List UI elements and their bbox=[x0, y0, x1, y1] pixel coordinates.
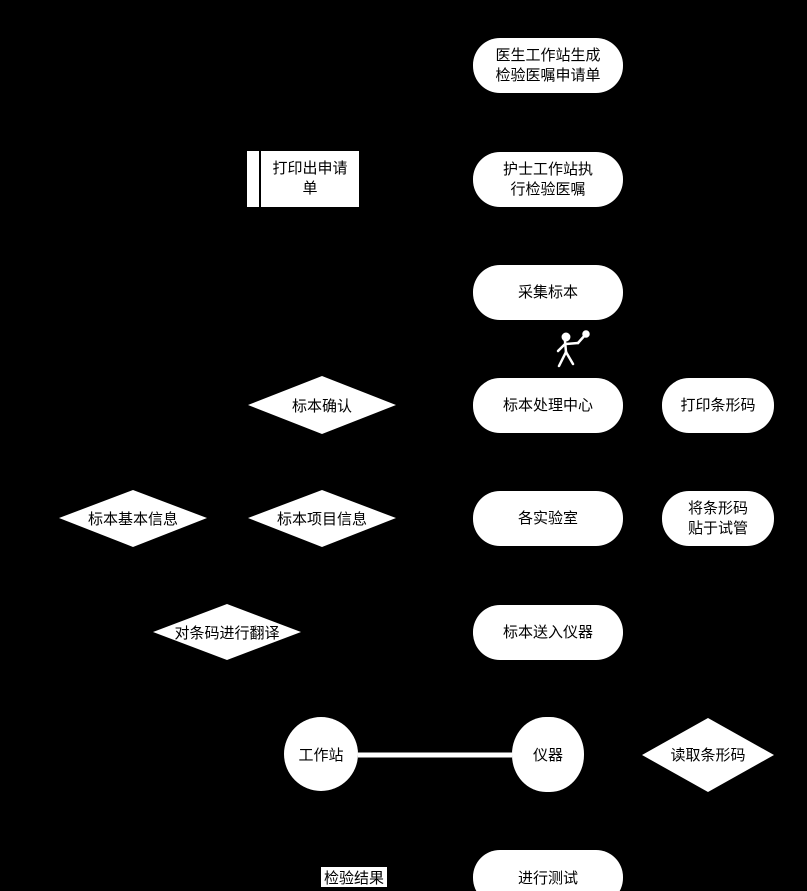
node-send-to-instrument: 标本送入仪器 bbox=[473, 605, 623, 660]
node-workstation: 工作站 bbox=[284, 717, 358, 791]
node-run-test-label: 进行测试 bbox=[518, 869, 578, 887]
decision-read-barcode: 读取条形码 bbox=[642, 718, 774, 792]
label-inspection-result-text: 检验结果 bbox=[324, 869, 384, 887]
node-stick-barcode-line1: 将条形码 bbox=[688, 499, 748, 517]
node-nurse-station: 护士工作站执 行检验医嘱 bbox=[473, 152, 623, 207]
node-instrument: 仪器 bbox=[512, 717, 584, 792]
label-inspection-result: 检验结果 bbox=[321, 867, 387, 887]
node-send-to-instrument-label: 标本送入仪器 bbox=[503, 623, 593, 641]
node-nurse-station-line1: 护士工作站执 bbox=[503, 160, 593, 178]
node-run-test: 进行测试 bbox=[473, 850, 623, 891]
node-doctor-station-line2: 检验医嘱申请单 bbox=[495, 66, 600, 84]
node-processing-center-label: 标本处理中心 bbox=[503, 396, 593, 414]
node-doctor-station-line1: 医生工作站生成 bbox=[495, 46, 600, 64]
decision-sample-item-info-label: 标本项目信息 bbox=[277, 510, 367, 528]
decision-sample-item-info: 标本项目信息 bbox=[248, 490, 396, 547]
node-doctor-station: 医生工作站生成 检验医嘱申请单 bbox=[473, 38, 623, 93]
node-labs: 各实验室 bbox=[473, 491, 623, 546]
node-nurse-station-line2: 行检验医嘱 bbox=[510, 180, 585, 198]
node-print-request-line1: 打印出申请 bbox=[272, 159, 347, 177]
decision-confirm-sample: 标本确认 bbox=[248, 376, 396, 434]
node-collect-sample: 采集标本 bbox=[473, 265, 623, 320]
decision-confirm-sample-label: 标本确认 bbox=[292, 397, 352, 415]
node-stick-barcode-line2: 贴于试管 bbox=[688, 519, 748, 537]
node-print-request: 打印出申请 单 bbox=[247, 151, 359, 207]
decision-sample-basic-info: 标本基本信息 bbox=[59, 490, 207, 547]
person-running-icon bbox=[556, 330, 590, 368]
decision-read-barcode-label: 读取条形码 bbox=[670, 746, 745, 764]
node-print-barcode: 打印条形码 bbox=[662, 378, 774, 433]
node-print-request-line2: 单 bbox=[302, 179, 317, 197]
node-workstation-label: 工作站 bbox=[298, 746, 343, 764]
decision-translate-barcode: 对条码进行翻译 bbox=[153, 604, 301, 660]
decision-sample-basic-info-label: 标本基本信息 bbox=[88, 510, 178, 528]
node-stick-barcode: 将条形码 贴于试管 bbox=[662, 491, 774, 546]
node-instrument-label: 仪器 bbox=[533, 746, 563, 764]
node-print-barcode-label: 打印条形码 bbox=[680, 396, 755, 414]
node-labs-label: 各实验室 bbox=[518, 509, 578, 527]
decision-translate-barcode-label: 对条码进行翻译 bbox=[174, 624, 279, 642]
node-collect-sample-label: 采集标本 bbox=[518, 283, 578, 301]
node-processing-center: 标本处理中心 bbox=[473, 378, 623, 433]
